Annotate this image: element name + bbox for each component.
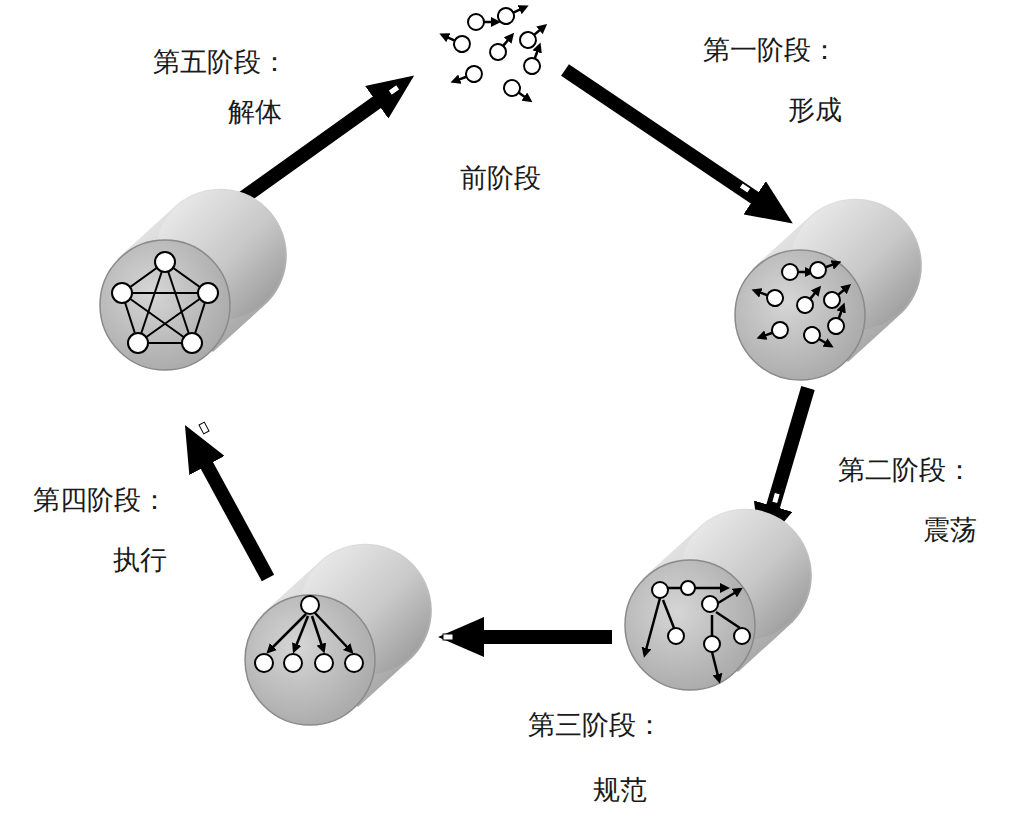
stage-number: 第五阶段： — [153, 46, 288, 78]
cylinder-storming — [625, 509, 812, 690]
stage-number: 第一阶段： — [703, 34, 838, 66]
stage-name: 执行 — [113, 544, 167, 576]
stage-name: 解体 — [228, 96, 282, 128]
stage-name: 震荡 — [923, 514, 977, 546]
stage-name: 规范 — [593, 774, 647, 806]
stage-name: 形成 — [788, 94, 842, 126]
cylinder-performing — [100, 189, 287, 370]
stage-number: 第四阶段： — [33, 484, 168, 516]
stage-number: 第三阶段： — [528, 709, 663, 741]
stage-number: 第二阶段： — [838, 454, 973, 486]
cylinder-forming — [735, 199, 922, 380]
stage-label: 前阶段 — [460, 162, 541, 194]
cylinder-norming — [245, 544, 432, 725]
pre-stage-icon — [443, 2, 546, 105]
